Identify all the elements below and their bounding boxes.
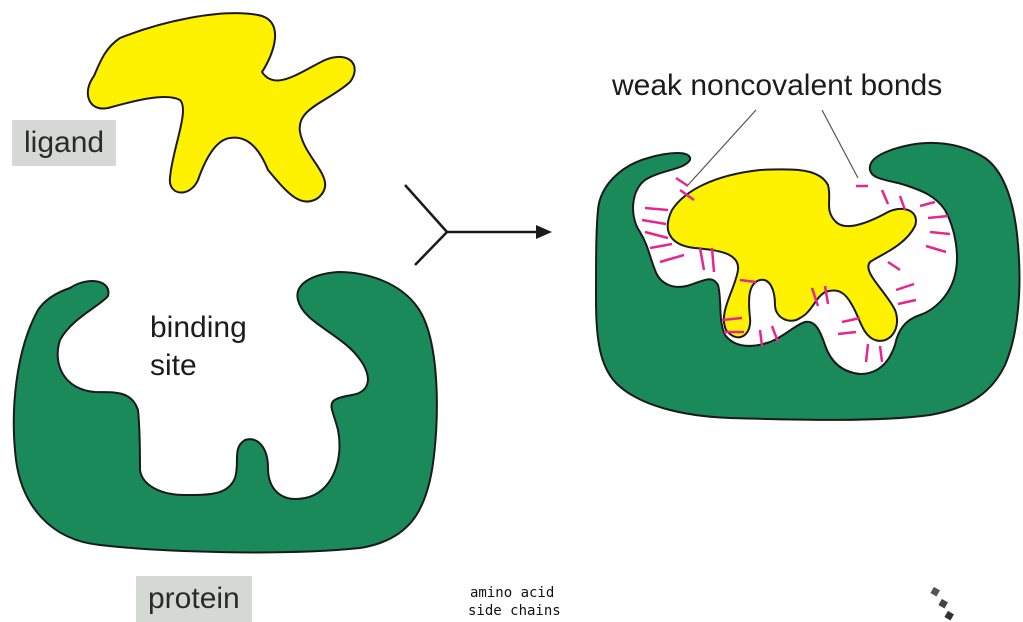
partial-side-chain-mark <box>930 587 954 621</box>
reaction-arrow <box>405 185 540 265</box>
weak-bonds-label: weak noncovalent bonds <box>612 66 942 106</box>
binding-site-label-line1: binding <box>150 308 247 348</box>
amino-acid-label-line2: side chains <box>468 602 561 620</box>
amino-acid-label-line1: amino acid <box>470 584 554 602</box>
protein-label: protein <box>136 576 252 622</box>
ligand-label: ligand <box>12 120 116 166</box>
arrow-head <box>536 225 552 239</box>
binding-site-label-line2: site <box>150 346 197 386</box>
free-ligand-shape <box>88 13 355 201</box>
